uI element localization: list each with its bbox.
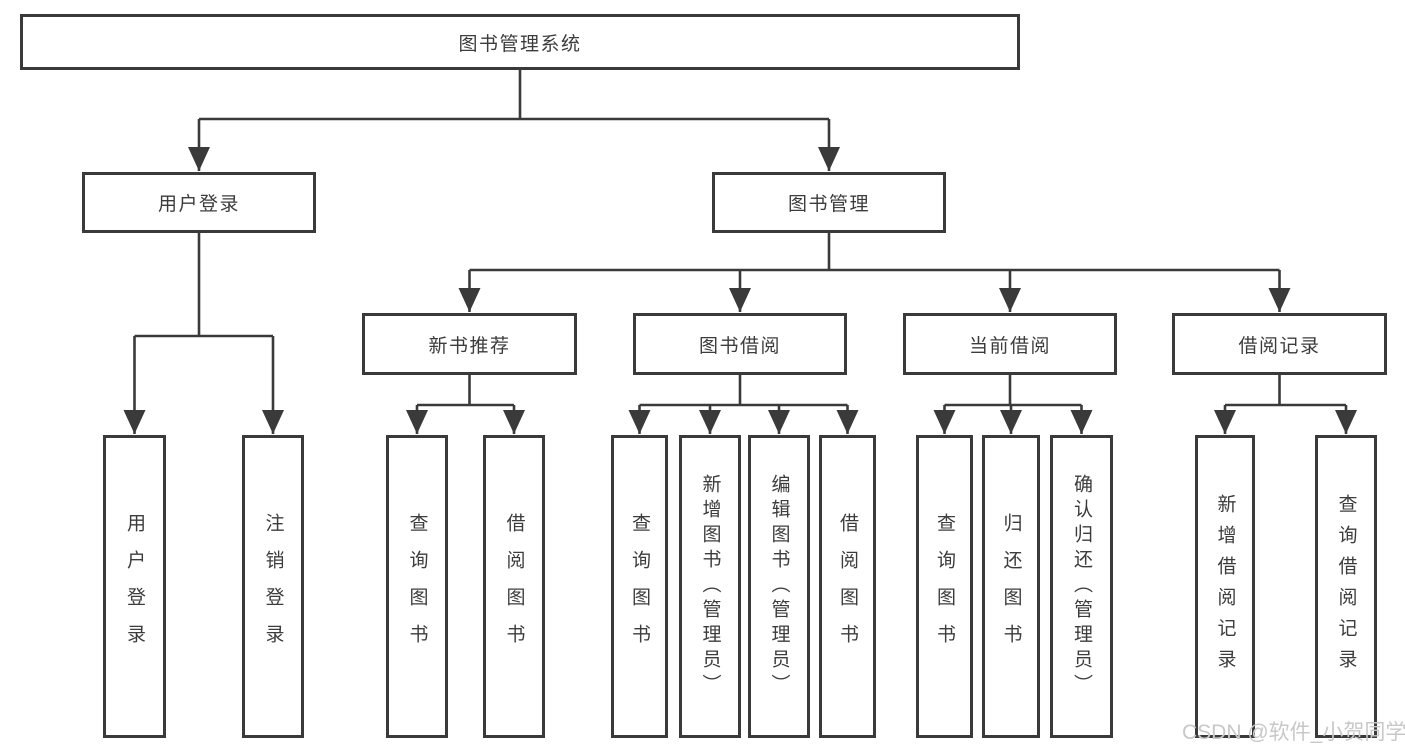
node-book-management: 图书管理: [712, 172, 946, 233]
node-book-borrowing: 图书借阅: [633, 313, 847, 375]
node-label: 图书管理: [787, 194, 870, 215]
node-query-borrow-record: 查询借阅记录: [1315, 435, 1377, 738]
node-borrowing-records: 借阅记录: [1172, 313, 1387, 375]
node-confirm-return-admin: 确认归还（管理员）: [1050, 435, 1113, 738]
node-label: 查询借阅记录: [1335, 493, 1357, 680]
node-label: 注销登录: [262, 512, 284, 661]
csdn-watermark: CSDN @软件_小贺同学: [1182, 721, 1405, 744]
node-label: 借阅记录: [1238, 335, 1321, 357]
node-borrow-books-recommend: 借阅图书: [483, 435, 545, 738]
node-label: 新书推荐: [428, 335, 511, 357]
node-label: 查询图书: [629, 512, 650, 661]
node-label: 用户登录: [157, 194, 240, 215]
node-query-books-recommend: 查询图书: [386, 435, 448, 738]
node-label: 归还图书: [1000, 512, 1022, 661]
node-return-book: 归还图书: [982, 435, 1040, 738]
node-label: 借阅图书: [837, 512, 858, 661]
node-query-books-borrowing: 查询图书: [611, 435, 668, 738]
node-query-books-current: 查询图书: [916, 435, 973, 738]
node-label: 确认归还（管理员）: [1071, 474, 1092, 699]
node-label: 查询图书: [406, 512, 428, 661]
node-edit-book-admin: 编辑图书（管理员）: [748, 435, 810, 738]
node-add-book-admin: 新增图书（管理员）: [679, 435, 741, 738]
node-label: 图书借阅: [698, 335, 781, 357]
node-root-system: 图书管理系统: [20, 14, 1020, 70]
node-label: 编辑图书（管理员）: [768, 474, 790, 699]
node-add-borrow-record: 新增借阅记录: [1195, 435, 1255, 738]
node-borrow-books: 借阅图书: [819, 435, 876, 738]
node-current-borrowing: 当前借阅: [903, 313, 1117, 375]
node-label: 新增图书（管理员）: [699, 474, 721, 699]
node-label: 借阅图书: [503, 512, 525, 661]
node-logout: 注销登录: [242, 435, 304, 738]
node-user-login: 用户登录: [82, 172, 316, 233]
node-new-book-recommend: 新书推荐: [362, 313, 577, 375]
node-user-login-action: 用户登录: [103, 435, 166, 738]
node-label: 图书管理系统: [458, 33, 582, 55]
node-label: 用户登录: [124, 512, 145, 661]
node-label: 新增借阅记录: [1214, 493, 1236, 680]
node-label: 查询图书: [934, 512, 955, 661]
node-label: 当前借阅: [968, 335, 1051, 357]
